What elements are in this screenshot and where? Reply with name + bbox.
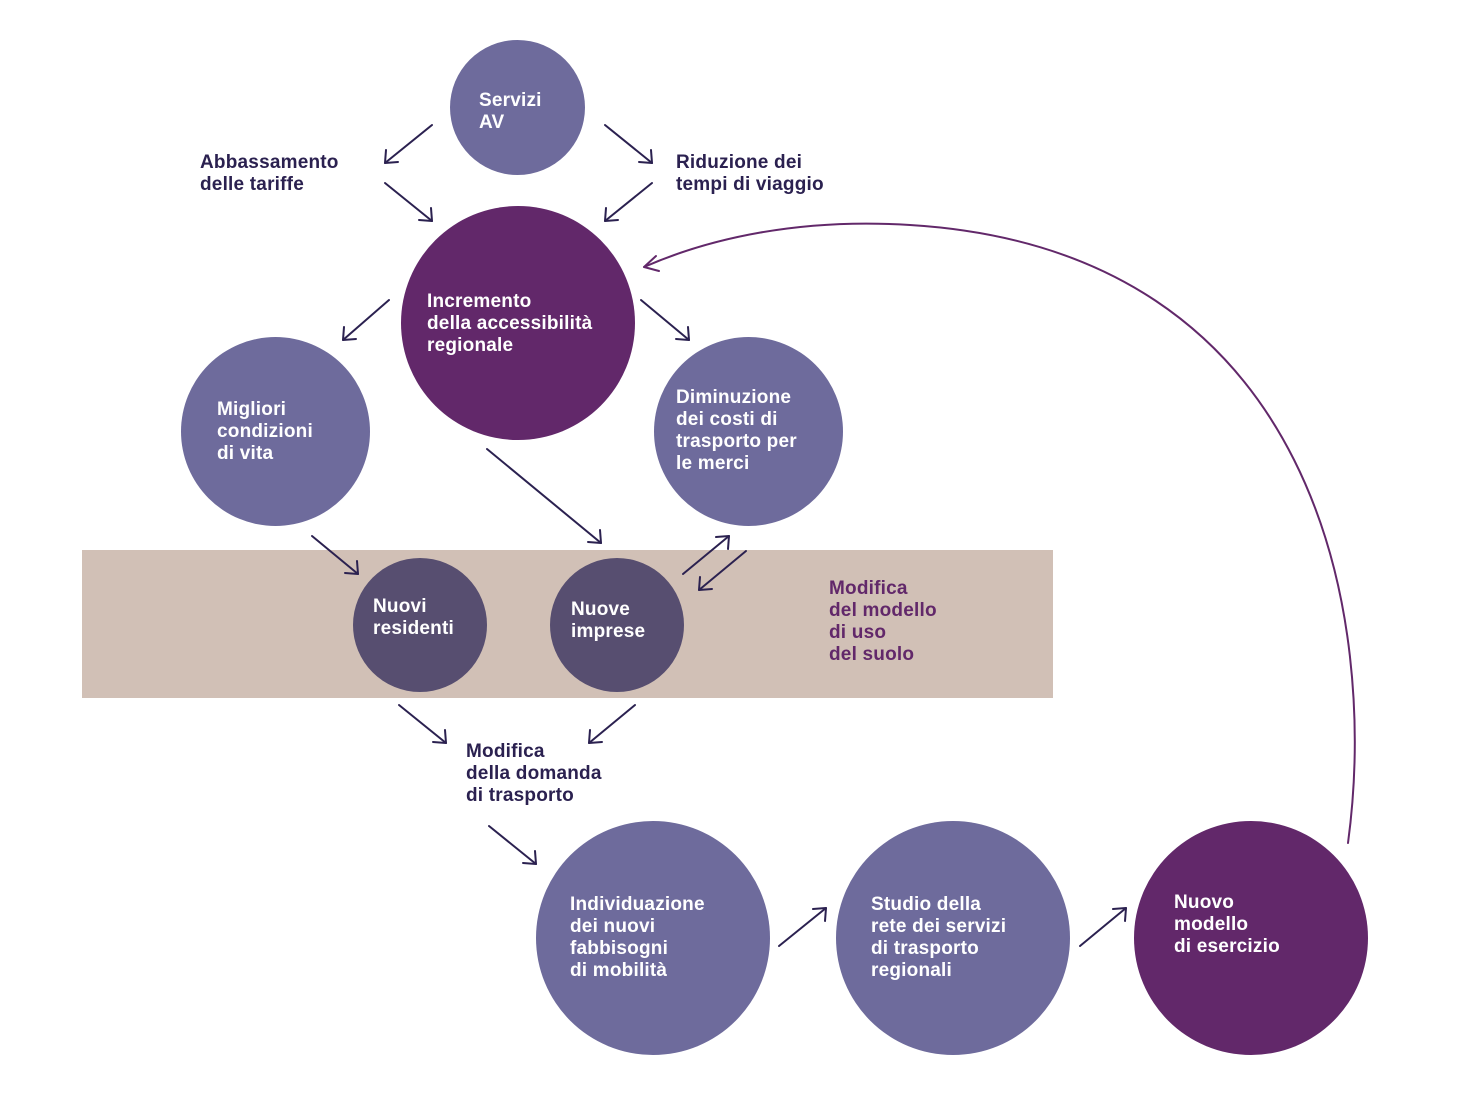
arrow-av-to-abbassamento: [384, 124, 433, 164]
arrow-domanda-to-individuazione: [488, 825, 537, 865]
node-nuovo-modello: Nuovo modello di esercizio: [1134, 821, 1368, 1055]
arrow-abbassamento-to-incremento: [384, 182, 433, 222]
arrow-individuazione-to-studio: [778, 907, 827, 947]
label-modifica-suolo: Modifica del modello di uso del suolo: [829, 578, 937, 665]
node-nuove-imprese-label: Nuove imprese: [571, 599, 646, 642]
node-incremento-label: Incremento della accessibilità regionale: [427, 291, 593, 356]
node-nuovi-residenti: Nuovi residenti: [353, 558, 487, 692]
arrow-av-to-riduzione: [604, 124, 653, 164]
node-individuazione: Individuazione dei nuovi fabbisogni di m…: [536, 821, 770, 1055]
arrow-riduzione-to-incremento: [604, 182, 653, 222]
arrow-incremento-to-diminuzione: [640, 299, 690, 341]
node-nuove-imprese: Nuove imprese: [550, 558, 684, 692]
node-diminuzione: Diminuzione dei costi di trasporto per l…: [654, 337, 843, 526]
arrow-studio-to-nuovo-modello: [1079, 907, 1127, 947]
node-studio: Studio della rete dei servizi di traspor…: [836, 821, 1070, 1055]
arrow-incremento-to-imprese: [486, 448, 602, 544]
arrow-feedback-loop: [643, 222, 1356, 844]
node-servizi-av: Servizi AV: [450, 40, 585, 175]
arrow-migliori-to-residenti: [311, 535, 359, 575]
arrow-diminuzione-to-imprese: [698, 550, 747, 591]
node-migliori: Migliori condizioni di vita: [181, 337, 370, 526]
arrow-imprese-to-domanda: [588, 704, 636, 744]
node-studio-label: Studio della rete dei servizi di traspor…: [871, 894, 1007, 981]
node-servizi-av-label: Servizi AV: [479, 90, 542, 133]
arrow-incremento-to-migliori: [342, 299, 390, 341]
node-diminuzione-label: Diminuzione dei costi di trasporto per l…: [676, 387, 797, 474]
label-abbassamento: Abbassamento delle tariffe: [200, 152, 339, 195]
node-incremento: Incremento della accessibilità regionale: [401, 206, 635, 440]
label-riduzione: Riduzione dei tempi di viaggio: [676, 152, 824, 195]
node-nuovo-modello-label: Nuovo modello di esercizio: [1174, 892, 1280, 957]
node-nuovi-residenti-label: Nuovi residenti: [373, 596, 454, 639]
label-modifica-domanda: Modifica della domanda di trasporto: [466, 741, 602, 806]
node-migliori-label: Migliori condizioni di vita: [217, 399, 313, 464]
node-individuazione-label: Individuazione dei nuovi fabbisogni di m…: [570, 894, 705, 981]
arrow-residenti-to-domanda: [398, 704, 447, 744]
arrow-imprese-to-diminuzione: [682, 535, 730, 575]
